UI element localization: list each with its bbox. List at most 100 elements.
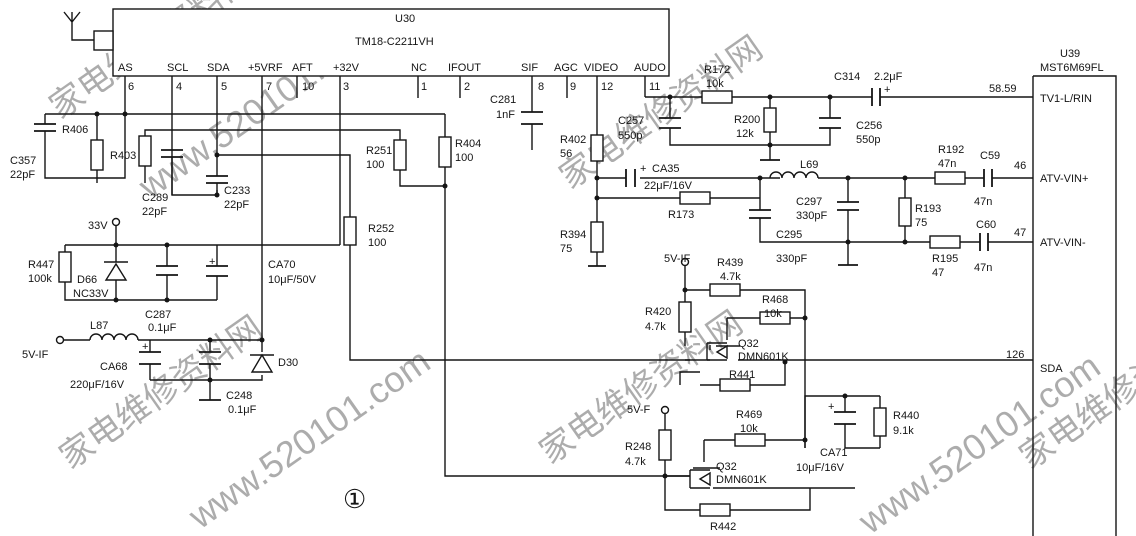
resistor-symbol bbox=[138, 135, 152, 167]
r193-ref: R193 bbox=[915, 203, 941, 215]
u39-pin-number: 46 bbox=[1014, 160, 1026, 172]
resistor-symbol bbox=[759, 311, 791, 325]
u39-pin-number: 58.59 bbox=[989, 83, 1017, 95]
u39-pin-name: SDA bbox=[1040, 363, 1063, 375]
supply-5vif-left-label: 5V-IF bbox=[22, 349, 49, 361]
c297-ref: C297 bbox=[796, 196, 822, 208]
c297-value: 330pF bbox=[796, 210, 827, 222]
u39-pin-name: ATV-VIN- bbox=[1040, 237, 1086, 249]
r248-ref: R248 bbox=[625, 441, 651, 453]
junction-dot bbox=[164, 242, 170, 248]
junction-dot bbox=[164, 297, 170, 303]
capacitor-symbol bbox=[983, 169, 993, 187]
junction-dot bbox=[827, 94, 833, 100]
u39-pin-name: ATV-VIN+ bbox=[1040, 173, 1088, 185]
c256-ref: C256 bbox=[856, 120, 882, 132]
supply-33v-label: 33V bbox=[88, 220, 108, 232]
resistor-symbol bbox=[763, 107, 777, 133]
polarity-mark: + bbox=[142, 341, 148, 353]
resistor-symbol bbox=[934, 171, 966, 185]
r406-ref: R406 bbox=[62, 124, 88, 136]
ca71-value: 10μF/16V bbox=[796, 462, 845, 474]
r439-value: 4.7k bbox=[720, 271, 741, 283]
electrolytic-cap-symbol bbox=[625, 169, 636, 187]
resistor-symbol bbox=[590, 221, 604, 253]
r193-value: 75 bbox=[915, 217, 927, 229]
wire bbox=[349, 205, 690, 361]
c256-value: 550p bbox=[856, 134, 880, 146]
junction-dot bbox=[214, 192, 220, 198]
c60-ref: C60 bbox=[976, 219, 996, 231]
ca35-ref: CA35 bbox=[652, 163, 680, 175]
d66-value: NC33V bbox=[73, 288, 109, 300]
r404-value: 100 bbox=[455, 152, 473, 164]
junction-dot bbox=[594, 195, 600, 201]
r441-ref: R441 bbox=[729, 369, 755, 381]
ic-u39-part: MST6M69FL bbox=[1040, 62, 1104, 74]
wire bbox=[64, 339, 263, 381]
c295-value: 330pF bbox=[776, 253, 807, 265]
d30-ref: D30 bbox=[278, 357, 298, 369]
antenna-connector bbox=[93, 30, 114, 51]
c287-ref: C287 bbox=[145, 309, 171, 321]
u30-pin-number: 6 bbox=[128, 81, 134, 93]
capacitor-symbol bbox=[199, 351, 221, 365]
polarity-mark: + bbox=[884, 84, 890, 96]
c314-ref: C314 bbox=[834, 71, 860, 83]
capacitor-symbol bbox=[156, 265, 178, 276]
u30-pin-name: +5VRF bbox=[248, 62, 283, 74]
u30-pin-number: 9 bbox=[570, 81, 576, 93]
q32-lower-ref: Q32 bbox=[716, 461, 737, 473]
resistor-symbol bbox=[590, 134, 604, 162]
c357-ref: C357 bbox=[10, 155, 36, 167]
r173-ref: R173 bbox=[668, 209, 694, 221]
junction-dot bbox=[442, 183, 448, 189]
r172-value: 10k bbox=[706, 78, 724, 90]
r468-ref: R468 bbox=[762, 294, 788, 306]
r172-ref: R172 bbox=[704, 64, 730, 76]
junction-dot bbox=[902, 175, 908, 181]
resistor-symbol bbox=[699, 503, 731, 517]
c257-value: 550p bbox=[618, 130, 642, 142]
ic-u39-body bbox=[1032, 75, 1117, 536]
capacitor-symbol bbox=[206, 175, 228, 184]
u30-pin-number: 7 bbox=[266, 81, 272, 93]
u30-pin-name: AFT bbox=[292, 62, 313, 74]
electrolytic-cap-symbol bbox=[139, 351, 161, 365]
ca70-value: 10μF/50V bbox=[268, 274, 317, 286]
supply-5vf-label: 5V-F bbox=[627, 404, 651, 416]
resistor-symbol bbox=[438, 136, 452, 168]
ic-u30: U30 TM18-C2211VH AS SCL SDA +5VRF AFT +3… bbox=[63, 8, 670, 93]
capacitor-symbol bbox=[749, 209, 771, 219]
capacitor-symbol bbox=[659, 117, 681, 129]
r420-ref: R420 bbox=[645, 306, 671, 318]
ca68-ref: CA68 bbox=[100, 361, 128, 373]
c233-value: 22pF bbox=[224, 199, 249, 211]
r394-value: 75 bbox=[560, 243, 572, 255]
c59-value: 47n bbox=[974, 196, 992, 208]
figure-marker: ① bbox=[343, 484, 366, 514]
u39-pin-number: 47 bbox=[1014, 227, 1026, 239]
resistor-symbol bbox=[658, 429, 672, 461]
u30-pin-name: +32V bbox=[333, 62, 360, 74]
c248-ref: C248 bbox=[226, 390, 252, 402]
c357-value: 22pF bbox=[10, 169, 35, 181]
r251-ref: R251 bbox=[366, 145, 392, 157]
u30-pin-name: VIDEO bbox=[584, 62, 619, 74]
wire bbox=[679, 266, 1033, 448]
c59-ref: C59 bbox=[980, 150, 1000, 162]
electrolytic-cap-symbol bbox=[871, 88, 881, 106]
r402-ref: R402 bbox=[560, 134, 586, 146]
wire bbox=[399, 170, 445, 187]
l87-ref: L87 bbox=[90, 320, 108, 332]
ic-u30-ref: U30 bbox=[395, 13, 415, 25]
resistor-symbol bbox=[719, 378, 751, 392]
junction-dot bbox=[767, 142, 773, 148]
ic-u39: U39 MST6M69FL TV1-L/RIN 58.59 ATV-VIN+ 4… bbox=[989, 48, 1117, 536]
q32-upper-value: DMN601K bbox=[738, 351, 789, 363]
r192-ref: R192 bbox=[938, 144, 964, 156]
junction-dot bbox=[207, 337, 213, 343]
polarity-mark: + bbox=[209, 256, 215, 268]
ic-u30-part: TM18-C2211VH bbox=[355, 36, 434, 48]
capacitor-symbol bbox=[34, 123, 56, 132]
